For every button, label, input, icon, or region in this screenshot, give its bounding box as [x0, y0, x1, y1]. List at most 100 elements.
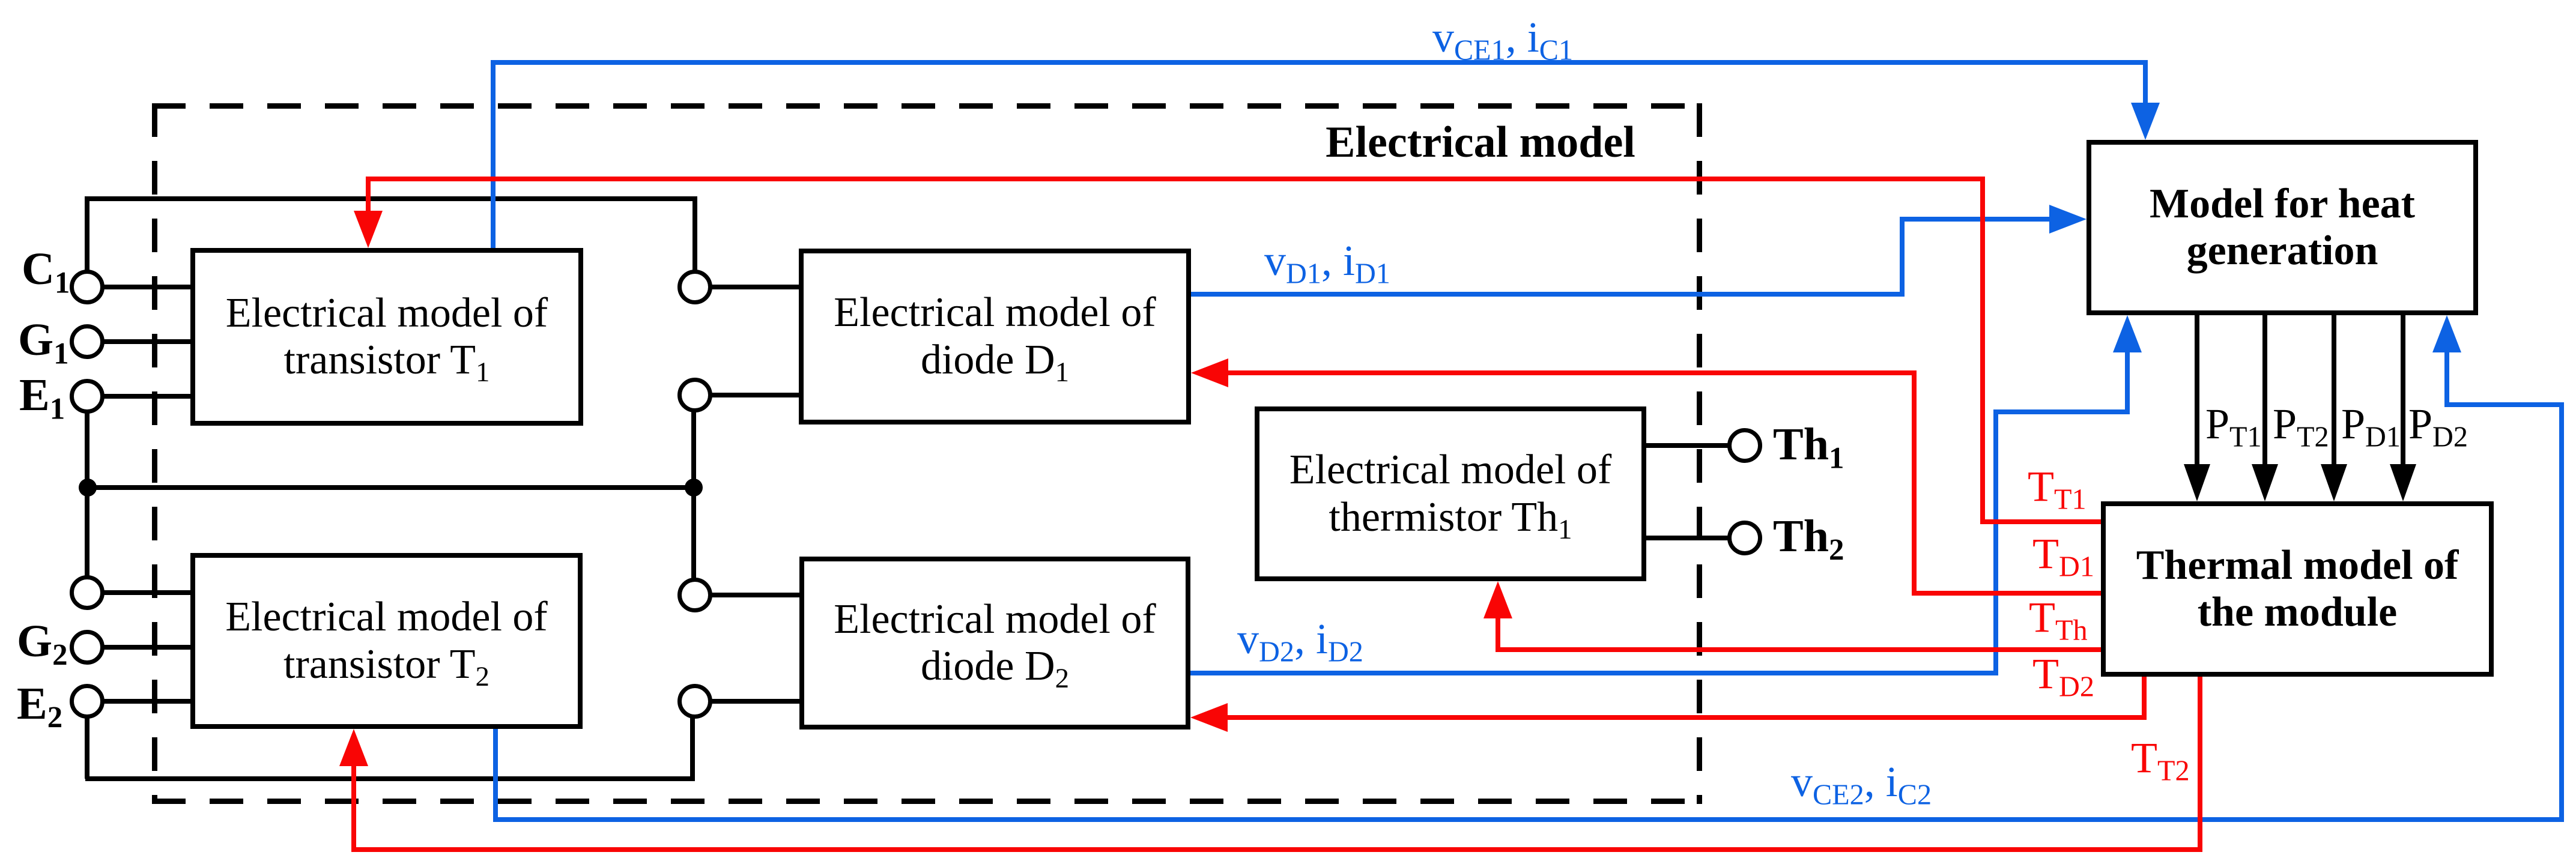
v-ce2-line-vertical-from-t2	[493, 729, 498, 822]
signal-label-v-d2: vD2, iD2	[1237, 615, 1363, 668]
t-d2-line-horizontal	[1225, 715, 2147, 720]
t-t1-line-horizontal-1	[1980, 519, 2101, 524]
v-ce1-line-drop-vertical	[2143, 60, 2148, 107]
v-d1-line-horizontal	[1191, 292, 1905, 297]
terminal-circle-e2	[70, 684, 105, 719]
box-text-line: the module	[2197, 589, 2398, 635]
terminal-circle-d2-cathode	[677, 578, 712, 612]
box-text-line: Electrical model of	[834, 596, 1156, 642]
v-ce2-line-horizontal-2	[2444, 402, 2564, 407]
signal-label-t-d1: TD1	[2032, 530, 2094, 583]
box-thermal-model-of-module: Thermal model of the module	[2101, 501, 2494, 677]
t-d2-line-vertical	[2142, 677, 2147, 720]
terminal-label-g2: G2	[17, 616, 68, 672]
p-t2-arrowhead	[2252, 464, 2278, 501]
terminal-circle-e1	[70, 379, 105, 414]
t-d1-arrowhead	[1191, 358, 1228, 387]
wire-bottom-bypass-horizontal	[85, 776, 695, 781]
p-d2-arrowhead	[2390, 464, 2416, 501]
terminal-circle-d1-anode	[677, 378, 712, 412]
v-ce2-arrowhead	[2432, 315, 2461, 352]
terminal-circle-d2-anode	[677, 684, 712, 719]
terminal-circle-t2-collector	[70, 575, 105, 610]
box-text-line: Electrical model of	[1289, 447, 1612, 494]
v-ce1-line-top-horizontal	[491, 60, 2148, 65]
wire-d2-anode-stub	[711, 699, 801, 704]
wire-g1-stub	[103, 339, 192, 344]
signal-label-p-d1: PD1	[2341, 400, 2401, 453]
v-ce1-line-vertical-from-t1	[491, 60, 496, 248]
wire-top-bypass-left-vertical	[85, 196, 89, 271]
p-t1-arrowhead	[2184, 464, 2210, 501]
electrical-model-frame-label: Electrical model	[1326, 118, 1635, 167]
v-d2-arrowhead	[2113, 315, 2142, 352]
v-ce2-line-right-vertical	[2559, 402, 2564, 822]
t-d1-line-horizontal-1	[1912, 591, 2101, 596]
box-text-line: transistor T1	[283, 337, 490, 388]
wire-th1-stub	[1646, 443, 1729, 448]
terminal-circle-d1-cathode	[677, 270, 712, 304]
wire-e2-stub	[103, 699, 192, 704]
box-text-line: Thermal model of	[2136, 542, 2459, 588]
p-d1-arrowhead	[2321, 464, 2347, 501]
v-d2-line-horizontal-2	[1993, 409, 2130, 414]
signal-label-t-th: TTh	[2029, 593, 2088, 647]
terminal-circle-th1	[1727, 428, 1762, 463]
dashed-frame-bottom-edge	[152, 799, 1702, 804]
wire-top-bypass-horizontal	[85, 196, 697, 201]
t-d2-arrowhead	[1190, 703, 1228, 732]
box-electrical-model-transistor-t2: Electrical model of transistor T2	[190, 553, 583, 729]
box-text-line: Model for heat	[2150, 180, 2415, 227]
wire-bottom-bypass-right-vertical	[690, 717, 695, 779]
t-d1-line-vertical	[1912, 370, 1917, 596]
wire-midpoint-bus-horizontal	[85, 485, 696, 490]
p-t2-arrow-line	[2262, 315, 2267, 467]
dashed-frame-top-edge	[152, 103, 1702, 109]
box-electrical-model-diode-d2: Electrical model of diode D2	[799, 557, 1190, 730]
v-ce1-arrowhead	[2131, 103, 2160, 140]
box-text-line: diode D1	[920, 336, 1070, 388]
v-ce2-line-bottom-horizontal	[493, 817, 2564, 822]
v-ce2-line-vertical-2	[2444, 349, 2449, 407]
box-text-line: thermistor Th1	[1329, 494, 1572, 545]
t-d1-line-horizontal-2	[1226, 370, 1917, 375]
box-text-line: diode D2	[920, 643, 1070, 695]
wire-t2-collector-stub	[103, 590, 192, 595]
signal-label-p-t2: PT2	[2273, 400, 2329, 453]
v-d2-line-vertical	[1993, 409, 1998, 675]
v-d1-line-horizontal-2	[1900, 217, 2052, 222]
t-th-arrowhead	[1483, 581, 1512, 618]
box-electrical-model-diode-d1: Electrical model of diode D1	[799, 249, 1191, 424]
wire-bottom-bypass-left-vertical	[85, 717, 89, 779]
signal-label-v-ce1: vCE1, iC1	[1432, 13, 1574, 67]
p-d1-arrow-line	[2332, 315, 2336, 467]
terminal-label-e2: E2	[17, 678, 63, 735]
v-d2-line-horizontal	[1190, 671, 1998, 675]
box-text-line: Electrical model of	[225, 289, 548, 336]
box-electrical-model-transistor-t1: Electrical model of transistor T1	[190, 248, 583, 426]
box-text-line: Electrical model of	[834, 289, 1156, 336]
v-d2-line-vertical-2	[2125, 349, 2130, 414]
p-t1-arrow-line	[2195, 315, 2199, 467]
t-t1-line-drop-vertical	[366, 177, 371, 214]
terminal-label-th1: Th1	[1773, 419, 1844, 476]
dashed-frame-left-edge	[152, 103, 157, 804]
wire-d1-cathode-stub	[711, 285, 801, 289]
wire-c1-stub	[103, 285, 192, 289]
wire-d1-anode-stub	[711, 393, 801, 397]
box-electrical-model-thermistor-th1: Electrical model of thermistor Th1	[1255, 406, 1646, 581]
wire-d2-cathode-stub	[711, 593, 801, 597]
junction-dot-right	[685, 479, 703, 497]
box-model-for-heat-generation: Model for heat generation	[2087, 140, 2478, 315]
t-t1-arrowhead	[354, 211, 383, 248]
t-th-line-horizontal	[1496, 647, 2101, 652]
signal-label-t-t1: TT1	[2028, 462, 2087, 516]
terminal-label-g1: G1	[18, 315, 69, 371]
t-t2-line-horizontal	[351, 847, 2202, 852]
signal-label-p-d2: PD2	[2408, 400, 2468, 453]
terminal-label-th2: Th2	[1773, 511, 1844, 567]
signal-label-v-d1: vD1, iD1	[1264, 237, 1390, 290]
signal-label-p-t1: PT1	[2205, 400, 2262, 453]
t-t2-arrowhead	[339, 729, 368, 766]
dashed-frame-right-edge	[1697, 103, 1702, 804]
